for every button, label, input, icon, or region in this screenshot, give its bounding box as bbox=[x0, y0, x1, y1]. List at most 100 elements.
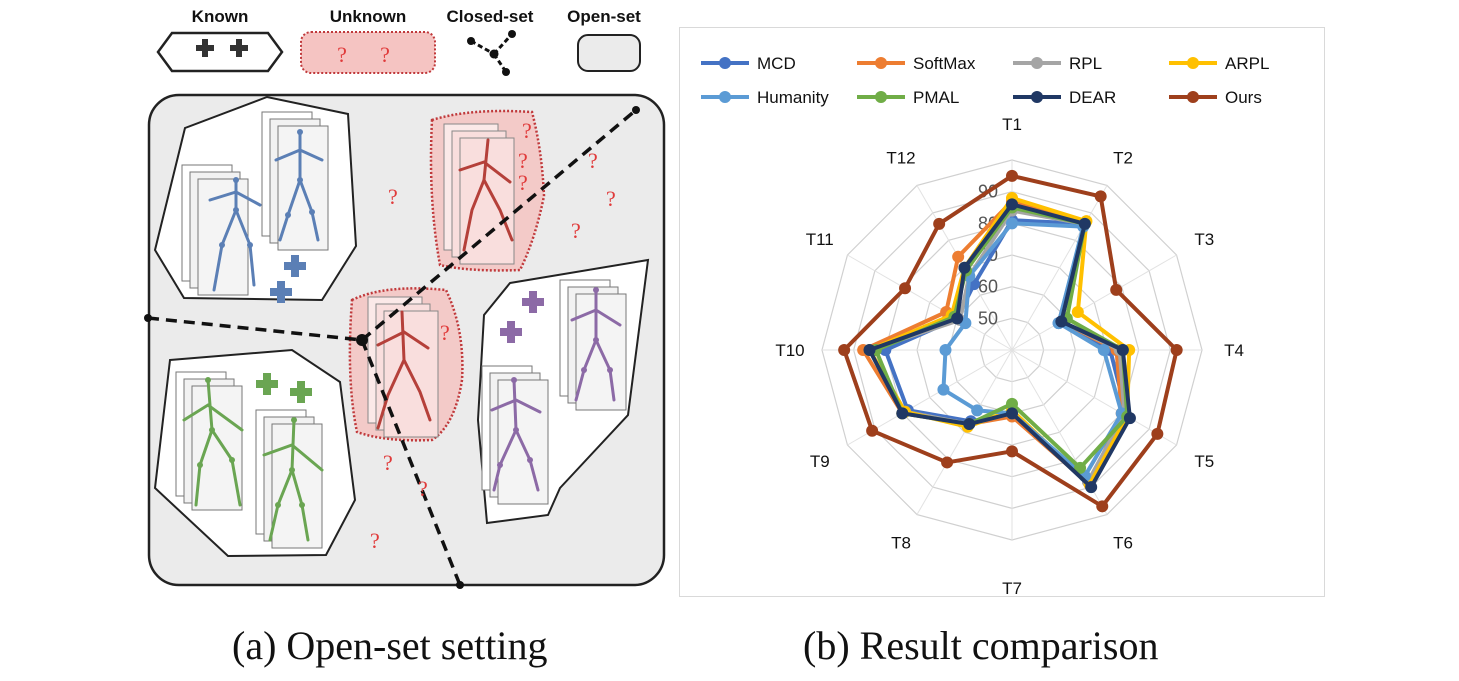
legend-label: Ours bbox=[1225, 88, 1262, 107]
unknown-region-center: ? bbox=[348, 287, 464, 442]
known-region-swatch bbox=[156, 31, 284, 73]
legend-item: SoftMax bbox=[857, 54, 976, 73]
data-point bbox=[1006, 169, 1018, 182]
known-plus-icon bbox=[196, 39, 248, 57]
legend-label: Humanity bbox=[757, 88, 829, 107]
data-point bbox=[937, 383, 950, 396]
key-unknown-title: Unknown bbox=[330, 7, 407, 26]
legend-label: RPL bbox=[1069, 54, 1102, 73]
legend-marker bbox=[1031, 91, 1043, 103]
grid-spoke bbox=[916, 349, 1013, 515]
data-point bbox=[1055, 315, 1068, 328]
tick-label: 60 bbox=[978, 277, 998, 297]
legend-label: DEAR bbox=[1069, 88, 1116, 107]
data-point bbox=[1006, 407, 1018, 420]
closed-set-boundary bbox=[147, 108, 638, 586]
key-known: Known bbox=[156, 7, 284, 73]
data-point bbox=[1094, 190, 1107, 203]
legend-marker bbox=[1031, 57, 1043, 69]
radar-chart-frame bbox=[679, 27, 1325, 597]
question-mark-icon: ? bbox=[606, 186, 616, 211]
axis-label: T8 bbox=[891, 533, 911, 552]
data-point bbox=[838, 344, 851, 356]
legend-marker bbox=[875, 57, 887, 69]
legend-marker bbox=[1187, 57, 1199, 69]
legend-item: DEAR bbox=[1013, 88, 1116, 107]
legend-item: Ours bbox=[1169, 88, 1262, 107]
data-point bbox=[896, 407, 909, 420]
data-point bbox=[1085, 481, 1098, 494]
key-known-title: Known bbox=[192, 7, 249, 26]
axis-label: T7 bbox=[1002, 579, 1022, 597]
question-mark-icon: ? bbox=[571, 218, 581, 243]
question-mark-icon: ? bbox=[522, 118, 532, 143]
axis-label: T10 bbox=[775, 341, 804, 360]
key-open-set: Open-set bbox=[567, 7, 641, 72]
legend-marker bbox=[719, 91, 731, 103]
key-open-set-title: Open-set bbox=[567, 7, 641, 26]
legend-item: RPL bbox=[1013, 54, 1102, 73]
data-point bbox=[1071, 306, 1084, 318]
grid-spoke bbox=[1011, 254, 1177, 351]
grid-spoke bbox=[1011, 185, 1108, 351]
question-mark-icon: ? bbox=[370, 528, 380, 553]
known-plus-icon bbox=[256, 373, 312, 403]
key-closed-set: Closed-set bbox=[447, 7, 534, 76]
caption-open-set-setting: (a) Open-set setting bbox=[232, 623, 548, 668]
data-point bbox=[1096, 500, 1109, 513]
axis-label: T9 bbox=[810, 452, 830, 471]
data-point bbox=[1110, 283, 1123, 296]
data-point bbox=[952, 250, 965, 263]
data-point bbox=[939, 344, 952, 356]
axis-label: T12 bbox=[886, 149, 915, 168]
data-point bbox=[933, 217, 946, 230]
legend-label: SoftMax bbox=[913, 54, 976, 73]
question-mark-icon: ? bbox=[440, 320, 450, 345]
data-point bbox=[866, 424, 879, 437]
legend-item: ARPL bbox=[1169, 54, 1269, 73]
axis-label: T11 bbox=[806, 230, 834, 249]
legend-label: PMAL bbox=[913, 88, 959, 107]
series-ours bbox=[838, 169, 1183, 513]
open-set-swatch bbox=[577, 34, 641, 72]
data-point bbox=[899, 282, 912, 295]
data-point bbox=[958, 261, 971, 274]
grid-spoke bbox=[847, 254, 1013, 351]
radar-series bbox=[838, 169, 1183, 513]
legend-marker bbox=[719, 57, 731, 69]
data-point bbox=[1170, 344, 1183, 356]
unknown-region-swatch bbox=[300, 31, 436, 74]
data-point bbox=[1078, 217, 1091, 230]
data-point bbox=[1151, 427, 1164, 440]
data-point bbox=[1074, 461, 1087, 474]
question-mark-icon: ? bbox=[518, 148, 528, 173]
open-set-diagram: Known Unknown ? ? Closed-set Open-set bbox=[144, 7, 666, 589]
data-point bbox=[1097, 344, 1110, 356]
data-point bbox=[941, 456, 954, 469]
series-dear bbox=[863, 198, 1136, 494]
question-mark-icon: ? bbox=[383, 450, 393, 475]
axis-label: T2 bbox=[1113, 149, 1133, 168]
data-point bbox=[1123, 412, 1136, 425]
data-point bbox=[963, 418, 976, 431]
legend-label: ARPL bbox=[1225, 54, 1269, 73]
known-plus-icon bbox=[270, 255, 306, 303]
known-plus-icon bbox=[500, 291, 544, 343]
key-unknown: Unknown ? ? bbox=[300, 7, 436, 74]
axis-label: T1 bbox=[1002, 115, 1022, 134]
legend-marker bbox=[1187, 91, 1199, 103]
legend-item: MCD bbox=[701, 54, 796, 73]
caption-result-comparison: (b) Result comparison bbox=[803, 623, 1159, 668]
axis-label: T6 bbox=[1113, 533, 1133, 552]
question-mark-icon: ? bbox=[337, 42, 347, 67]
axis-label: T5 bbox=[1194, 452, 1214, 471]
data-point bbox=[1006, 397, 1018, 410]
data-point bbox=[1006, 217, 1018, 230]
data-point bbox=[1006, 198, 1018, 211]
question-mark-icon: ? bbox=[588, 148, 598, 173]
data-point bbox=[863, 344, 876, 356]
data-point bbox=[1116, 344, 1129, 356]
legend-item: PMAL bbox=[857, 88, 959, 107]
